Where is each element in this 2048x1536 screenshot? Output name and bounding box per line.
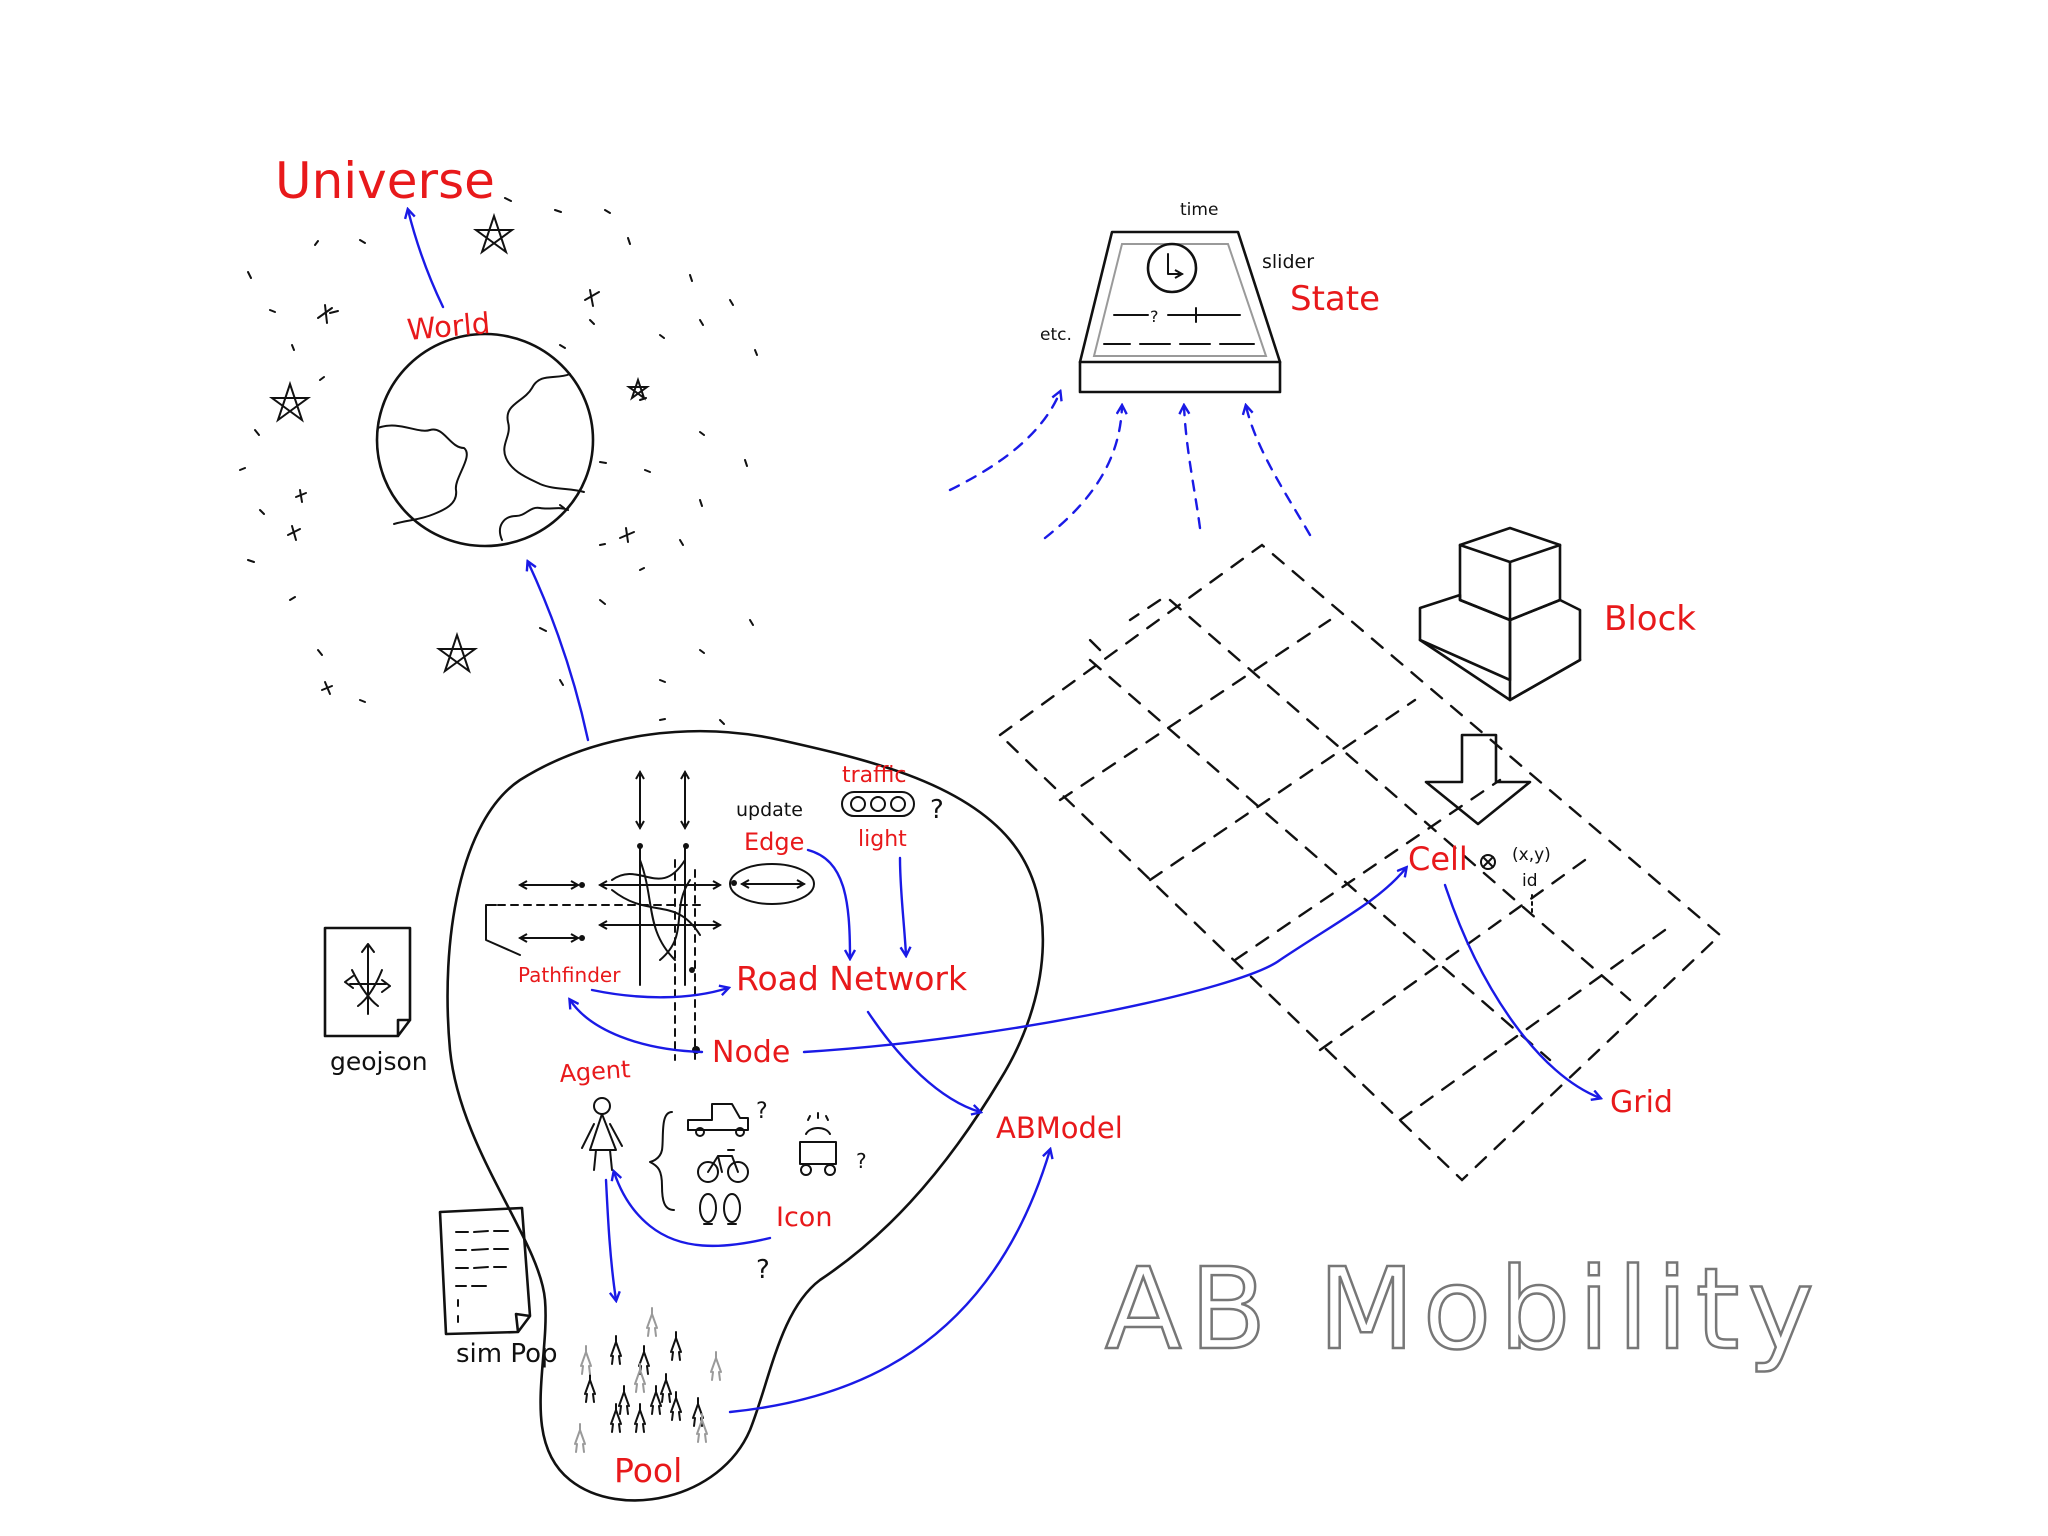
- block-label: Block: [1604, 599, 1696, 639]
- question-mark-state: ?: [1150, 307, 1159, 326]
- pathfinder-to-road-network-arrow: [590, 988, 728, 999]
- state-label: State: [1290, 279, 1380, 319]
- road-network-sketch: [485, 772, 915, 1061]
- node-to-pathfinder-arrow: [570, 1000, 704, 1054]
- car-icon: [687, 1103, 749, 1137]
- simpop-label: sim Pop: [456, 1339, 558, 1369]
- slider-label: slider: [1262, 251, 1314, 273]
- traffic-light-to-road-network-arrow: [898, 856, 906, 955]
- update-label: update: [736, 799, 803, 821]
- world-label: World: [406, 306, 492, 347]
- footprints-icon: [699, 1193, 741, 1225]
- cell-point-icon: [1480, 854, 1533, 916]
- pool-crowd-icon: [574, 1307, 722, 1453]
- cell-grid: [998, 543, 1722, 1182]
- block-to-cell-arrow-icon: [1424, 733, 1532, 826]
- scooter-icon: [799, 1112, 837, 1176]
- question-mark-car: ?: [756, 1099, 768, 1124]
- geojson-document-icon: [323, 926, 412, 1038]
- etc-label: etc.: [1040, 325, 1072, 345]
- question-mark-icon: ?: [756, 1255, 770, 1285]
- agent-person-icon: [581, 1097, 623, 1171]
- road-network-label: Road Network: [736, 959, 968, 998]
- pathfinder-label: Pathfinder: [518, 963, 621, 987]
- geojson-label: geojson: [330, 1047, 428, 1076]
- city-boundary: [446, 729, 1045, 1502]
- light-label: light: [858, 827, 907, 852]
- star-field: [239, 197, 758, 725]
- block-cubes-icon: [1418, 526, 1582, 702]
- bicycle-icon: [697, 1149, 749, 1183]
- node-to-cell-arrow: [802, 868, 1406, 1054]
- agent-to-pool-arrow: [604, 1178, 616, 1300]
- world-to-universe-arrow: [408, 210, 445, 309]
- edge-label: Edge: [744, 828, 804, 856]
- abmodel-label: ABModel: [996, 1111, 1123, 1145]
- road-network-to-abmodel-arrow: [866, 1010, 980, 1112]
- edge-to-road-network-arrow: [806, 848, 850, 958]
- cell-to-grid-arrow: [1443, 883, 1600, 1098]
- pool-to-abmodel-arrow: [728, 1150, 1050, 1414]
- icon-to-agent-arrow: [614, 1172, 772, 1248]
- icon-group-brace: [649, 1111, 675, 1211]
- state-panel-icon: [1078, 230, 1282, 394]
- universe-label: Universe: [275, 152, 495, 210]
- city-to-world-arrow: [528, 562, 590, 742]
- cell-xy-label: (x,y): [1512, 845, 1551, 865]
- cell-label: Cell: [1408, 840, 1468, 878]
- world-globe-icon: [375, 332, 595, 548]
- node-label: Node: [712, 1035, 790, 1070]
- question-mark-scooter: ?: [856, 1149, 867, 1173]
- simpop-document-icon: [438, 1206, 532, 1336]
- agent-label: Agent: [558, 1055, 631, 1088]
- traffic-label: traffic: [842, 763, 907, 788]
- grid-label: Grid: [1610, 1085, 1673, 1120]
- ab-mobility-title: AB Mobility: [1105, 1245, 1822, 1375]
- pool-label: Pool: [614, 1451, 682, 1490]
- icon-label: Icon: [776, 1202, 832, 1233]
- cell-id-label: id: [1522, 871, 1538, 891]
- grid-to-state-arrows: [948, 392, 1312, 540]
- question-mark-traffic: ?: [930, 795, 944, 825]
- time-label: time: [1180, 200, 1218, 220]
